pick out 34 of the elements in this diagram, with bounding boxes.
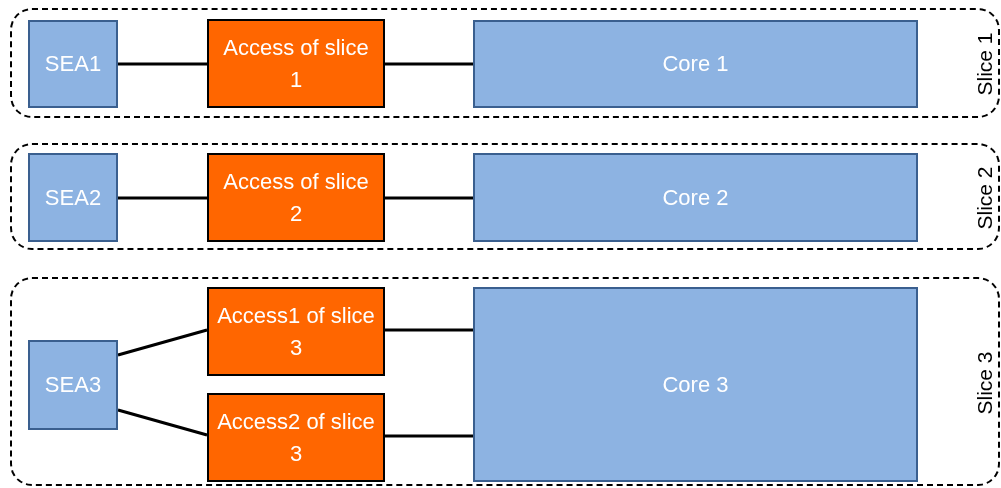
box-label: Core 2 <box>662 184 729 211</box>
box-label: Access1 of slice 3 <box>217 301 375 362</box>
access-box <box>207 287 385 376</box>
box-label: Access2 of slice 3 <box>217 407 375 468</box>
connector-line <box>385 62 473 66</box>
connector-line <box>118 62 207 66</box>
sea-box <box>28 20 118 108</box>
connector-line <box>118 196 207 200</box>
access-box <box>207 393 385 482</box>
sea-box <box>28 340 118 430</box>
connector-line <box>385 434 473 438</box>
slice-container <box>10 277 1000 486</box>
connector-line <box>117 408 208 437</box>
access-box <box>207 19 385 108</box>
sea-box <box>28 153 118 242</box>
core-box <box>473 153 918 242</box>
connector-line <box>385 328 473 332</box>
core-box <box>473 20 918 108</box>
box-label: Core 1 <box>662 51 729 77</box>
box-label: SEA3 <box>44 372 102 398</box>
connector-line <box>117 328 208 357</box>
slice-label: Slice 1 <box>972 32 997 96</box>
box-label: SEA1 <box>44 51 102 77</box>
slice-label: Slice 3 <box>972 351 997 414</box>
slice-label: Slice 2 <box>972 166 997 229</box>
box-label: Access of slice 1 <box>222 33 370 94</box>
box-label: SEA2 <box>44 184 102 211</box>
slice-container <box>10 8 1000 118</box>
slice-container <box>10 143 1000 250</box>
box-label: Access of slice 2 <box>222 167 370 228</box>
box-label: Core 3 <box>662 371 729 398</box>
core-box <box>473 287 918 482</box>
connector-line <box>385 196 473 200</box>
access-box <box>207 153 385 242</box>
